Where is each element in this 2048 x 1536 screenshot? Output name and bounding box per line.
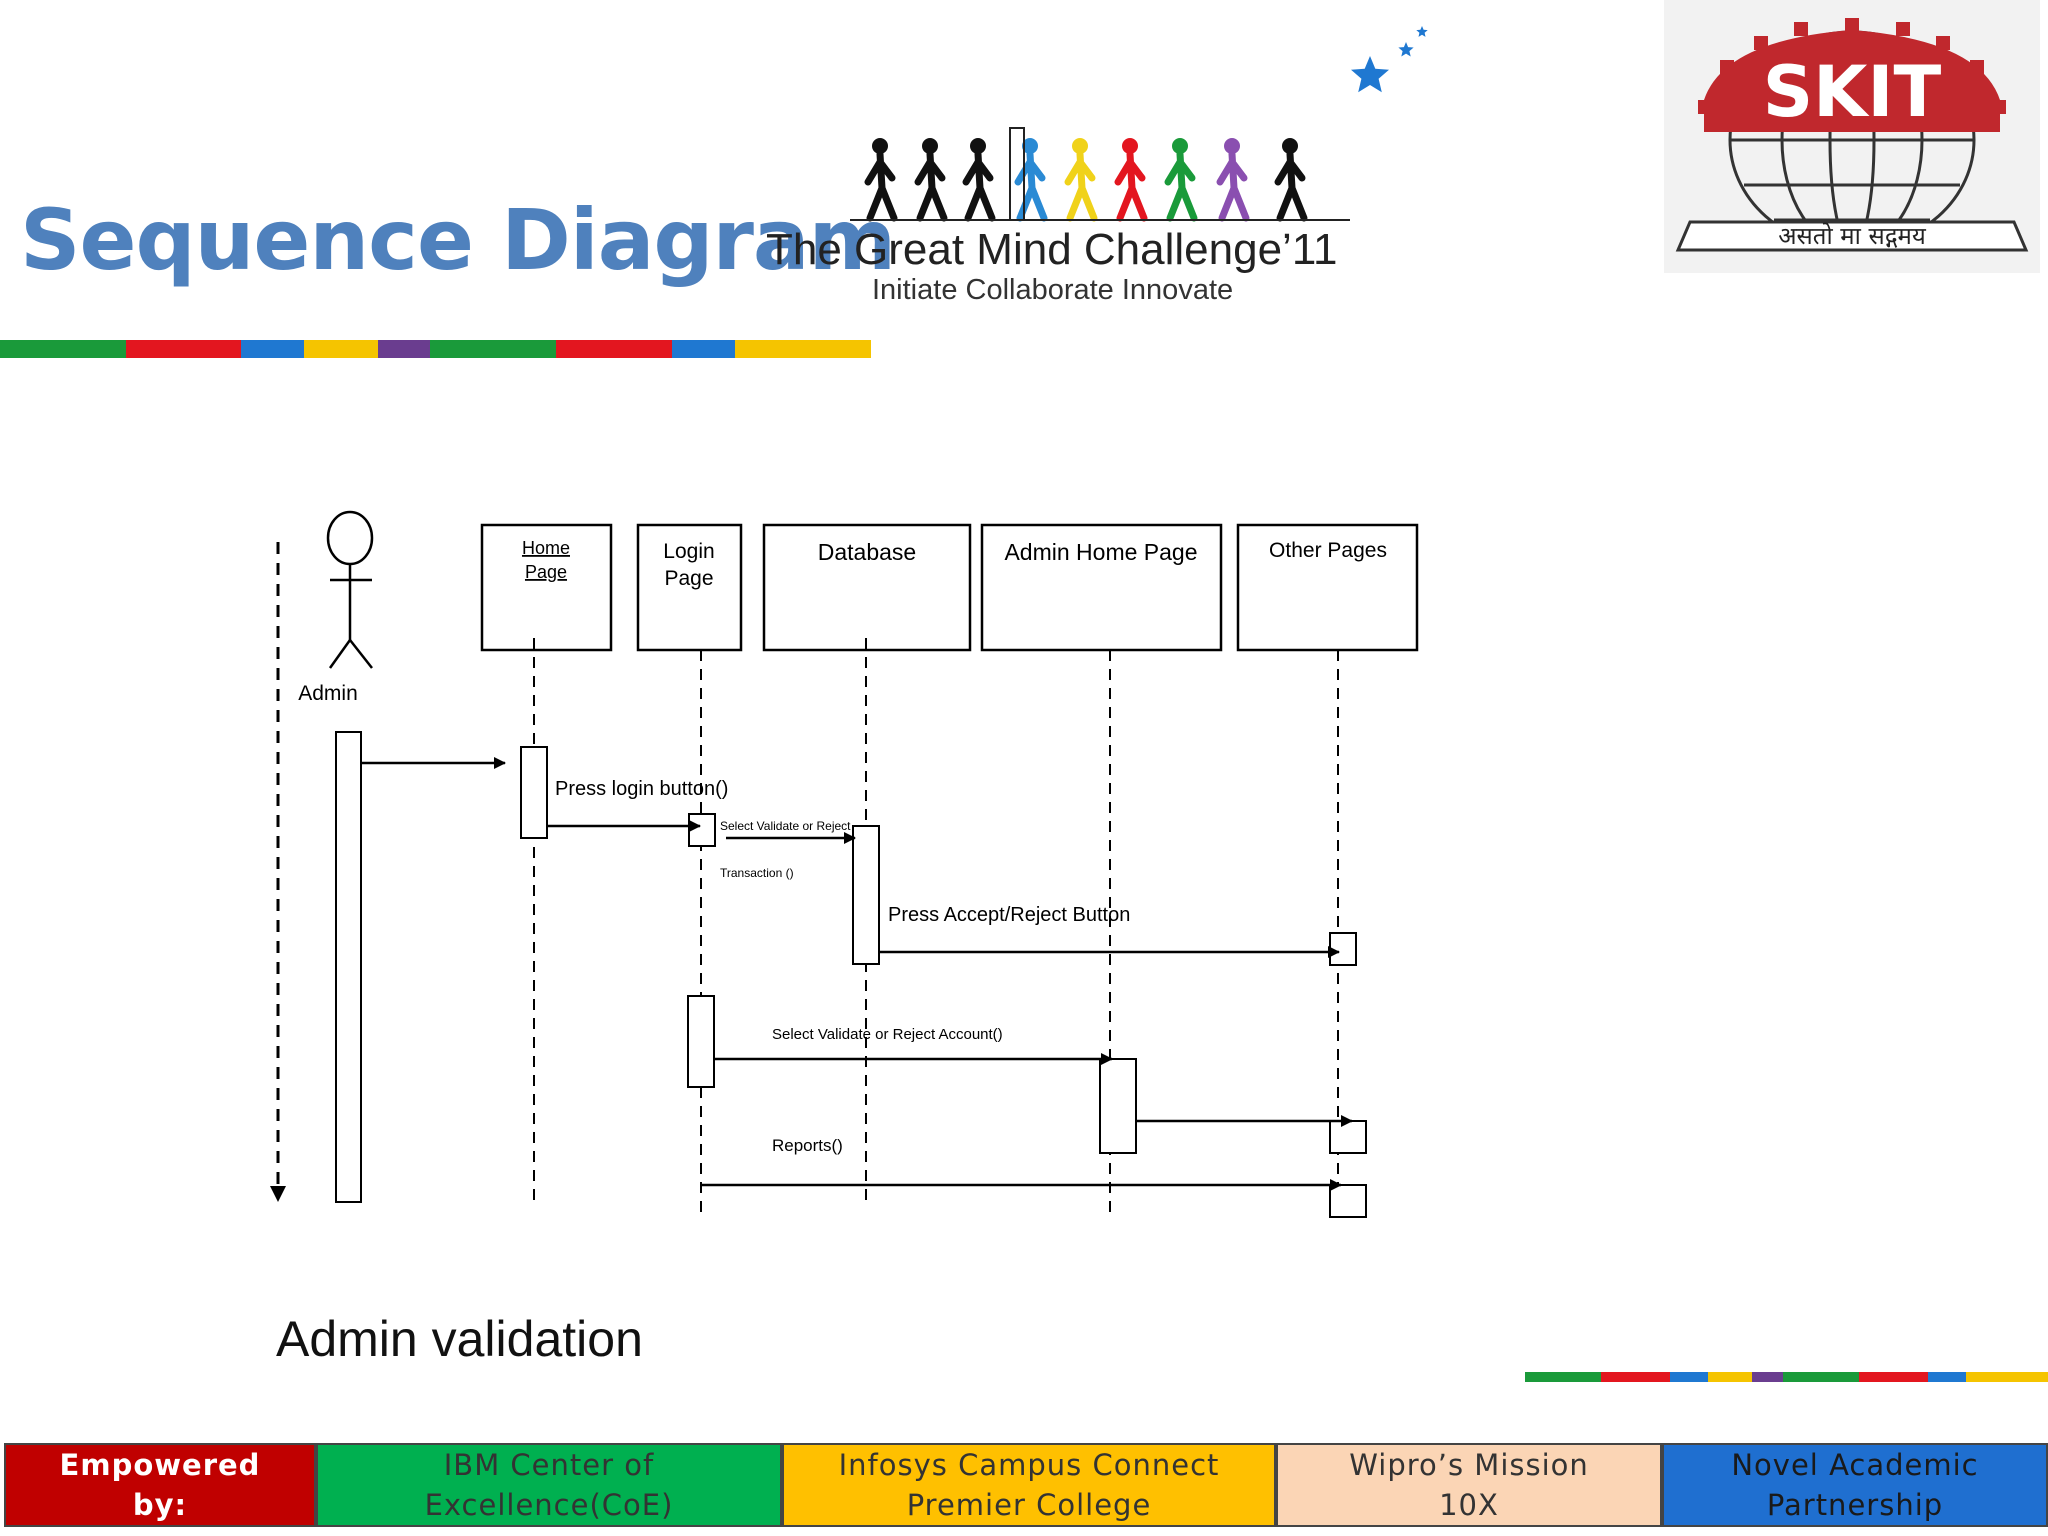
tgmc-figures-graphic [850, 26, 1428, 222]
admin-activation-bar [335, 731, 362, 1203]
stripe-segment [671, 340, 735, 358]
message-label-select-validate: Select Validate or Reject [720, 819, 851, 833]
stripe-segment [1858, 1372, 1929, 1382]
walking-figure-icon [864, 138, 898, 222]
footer-wipro: Wipro’s Mission 10X [1276, 1443, 1662, 1527]
activation-login-page-1 [688, 813, 716, 847]
activation-admin-home-page [1099, 1058, 1137, 1154]
message-label-reports: Reports() [772, 1136, 843, 1155]
skit-logo: SKIT असतो मा सद्गमय [1664, 0, 2040, 273]
stripe-segment [1966, 1372, 2048, 1382]
stripe-segment [0, 340, 126, 358]
stripe-segment [304, 340, 378, 358]
star-icon [1351, 56, 1389, 93]
stripe-segment [125, 340, 242, 358]
walking-figure-icon [914, 138, 948, 222]
sponsor-footer: Empowered by: IBM Center of Excellence(C… [4, 1443, 2048, 1531]
walking-figure-icon [1064, 138, 1098, 222]
stripe-segment [734, 340, 871, 358]
slide-title: Sequence Diagram [20, 191, 896, 289]
stripe-segment [556, 340, 672, 358]
stripe-segment [241, 340, 305, 358]
tgmc-title: The Great Mind Challenge’11 [766, 225, 1338, 274]
tgmc-subtitle: Initiate Collaborate Innovate [872, 274, 1234, 306]
walking-figure-icon [1014, 138, 1048, 222]
footer-empowered-by: Empowered by: [4, 1443, 316, 1527]
activation-login-page-2 [687, 995, 715, 1088]
gear-icon [1698, 18, 2006, 132]
star-icon [1416, 26, 1428, 37]
admin-actor-icon [326, 510, 374, 669]
stripe-segment [1600, 1372, 1670, 1382]
message-label-press-login: Press login button() [555, 778, 728, 800]
message-label-transaction: Transaction () [720, 866, 794, 880]
skit-logo-text: SKIT [1763, 51, 1942, 133]
stripe-segment [1669, 1372, 1708, 1382]
tgmc-logo [850, 20, 1440, 320]
stripe-segment [430, 340, 557, 358]
lifeline-box-database [762, 523, 972, 652]
stripe-segment [1751, 1372, 1784, 1382]
lifeline-box-login-page [636, 523, 743, 652]
color-stripe-top [0, 340, 871, 358]
walking-figure-icon [1274, 138, 1308, 222]
footer-infosys: Infosys Campus Connect Premier College [782, 1443, 1276, 1527]
stripe-segment [377, 340, 431, 358]
footer-novel-academic: Novel Academic Partnership [1662, 1443, 2048, 1527]
walking-figure-icon [962, 138, 996, 222]
star-icon [1398, 42, 1414, 57]
message-label-press-accept-reject: Press Accept/Reject Button [888, 904, 1130, 926]
stripe-segment [1928, 1372, 1967, 1382]
color-stripe-bottom-right [1525, 1372, 2048, 1382]
lifeline-box-admin-home-page [980, 523, 1223, 652]
lifeline-box-other-pages [1236, 523, 1419, 652]
activation-other-pages-2 [1329, 1120, 1367, 1154]
lifeline-label-other-pages: Other Pages [1269, 539, 1387, 562]
lifeline-box-home-page [480, 523, 613, 652]
walking-figure-icon [1216, 138, 1250, 222]
footer-ibm-coe: IBM Center of Excellence(CoE) [316, 1443, 782, 1527]
walking-figure-icon [1164, 138, 1198, 222]
skit-motto: असतो मा सद्गमय [1778, 222, 1927, 250]
walking-figure-icon [1114, 138, 1148, 222]
stripe-segment [1525, 1372, 1601, 1382]
lifeline-label-database: Database [818, 539, 916, 565]
stripe-segment [1783, 1372, 1859, 1382]
diagram-caption: Admin validation [276, 1311, 643, 1367]
activation-database [852, 825, 880, 965]
lifeline-label-admin-home-page: Admin Home Page [1004, 539, 1197, 565]
activation-other-pages-1 [1329, 932, 1357, 966]
message-label-validate-account: Select Validate or Reject Account() [772, 1026, 1003, 1043]
activation-home-page [520, 746, 548, 839]
activation-other-pages-3 [1329, 1184, 1367, 1218]
stripe-segment [1707, 1372, 1752, 1382]
actor-label: Admin [298, 682, 358, 705]
time-axis-arrowhead [270, 1186, 286, 1202]
